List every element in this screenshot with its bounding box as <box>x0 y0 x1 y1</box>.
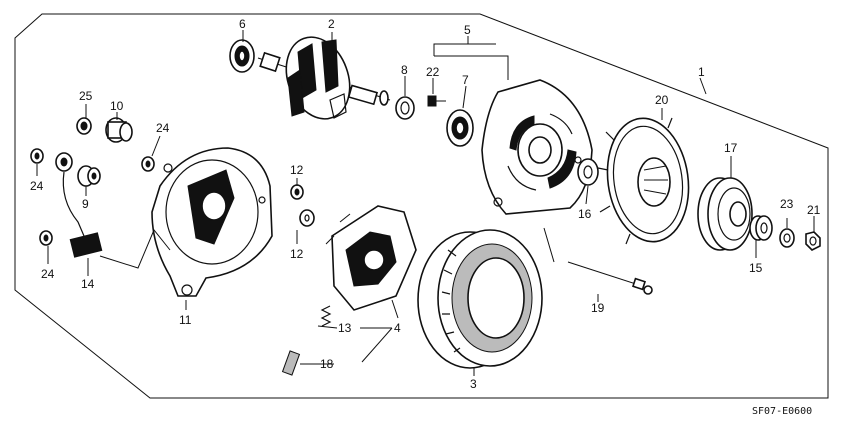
nut-24-a <box>141 156 155 172</box>
callout-labels: 1 2 3 4 5 6 7 8 9 10 11 12 12 13 14 15 1… <box>30 17 821 391</box>
callout-24-c: 24 <box>41 267 55 281</box>
seal-8 <box>395 96 415 120</box>
stator-3 <box>417 229 543 369</box>
nut-24-b <box>30 148 44 164</box>
callout-18: 18 <box>320 357 334 371</box>
leader-lines <box>36 30 815 376</box>
rear-housing-11 <box>151 147 273 297</box>
callout-11: 11 <box>179 313 192 327</box>
callout-21: 21 <box>807 203 821 217</box>
callout-16: 16 <box>578 207 592 221</box>
spring-13 <box>320 305 332 327</box>
callout-12-upper: 12 <box>290 163 304 177</box>
brush-18 <box>281 350 301 376</box>
through-bolt-19 <box>567 261 653 295</box>
fan-20 <box>597 117 690 245</box>
callout-19: 19 <box>591 301 605 315</box>
end-housing-5 <box>481 79 593 215</box>
callout-20: 20 <box>655 93 669 107</box>
callout-9: 9 <box>82 197 89 211</box>
spacer-16 <box>577 158 599 186</box>
callout-12-lower: 12 <box>290 247 304 261</box>
nut-21 <box>805 231 821 251</box>
assembly-outline <box>14 13 829 399</box>
callout-7: 7 <box>462 73 469 87</box>
callout-24-a: 24 <box>156 121 170 135</box>
callout-8: 8 <box>401 63 408 77</box>
nut-25 <box>76 117 92 135</box>
callout-14: 14 <box>81 277 95 291</box>
washer-12-upper <box>290 184 304 200</box>
callout-5: 5 <box>464 23 471 37</box>
callout-13: 13 <box>338 321 352 335</box>
callout-25: 25 <box>79 89 93 103</box>
drawing-code: SF07-E0600 <box>752 406 812 417</box>
callout-1: 1 <box>698 65 705 79</box>
terminal-boot-10 <box>105 117 133 143</box>
wire-harness-14 <box>55 152 103 258</box>
collar-15 <box>749 215 773 241</box>
bearing-7 <box>446 109 474 147</box>
callout-2: 2 <box>328 17 335 31</box>
insulator-9 <box>77 165 101 187</box>
callout-17: 17 <box>724 141 738 155</box>
washer-12-lower <box>299 209 315 227</box>
callout-22: 22 <box>426 65 440 79</box>
rotor-part <box>257 36 391 120</box>
callout-4: 4 <box>394 321 401 335</box>
callout-10: 10 <box>110 99 124 113</box>
callout-15: 15 <box>749 261 763 275</box>
rectifier-4 <box>325 205 417 311</box>
callout-3: 3 <box>470 377 477 391</box>
washer-23 <box>779 228 795 248</box>
screw-22 <box>427 95 446 107</box>
callout-23: 23 <box>780 197 794 211</box>
nut-24-c <box>39 230 53 246</box>
callout-24-b: 24 <box>30 179 44 193</box>
callout-6: 6 <box>239 17 246 31</box>
bearing-6 <box>229 39 255 73</box>
pulley-17 <box>697 177 753 251</box>
